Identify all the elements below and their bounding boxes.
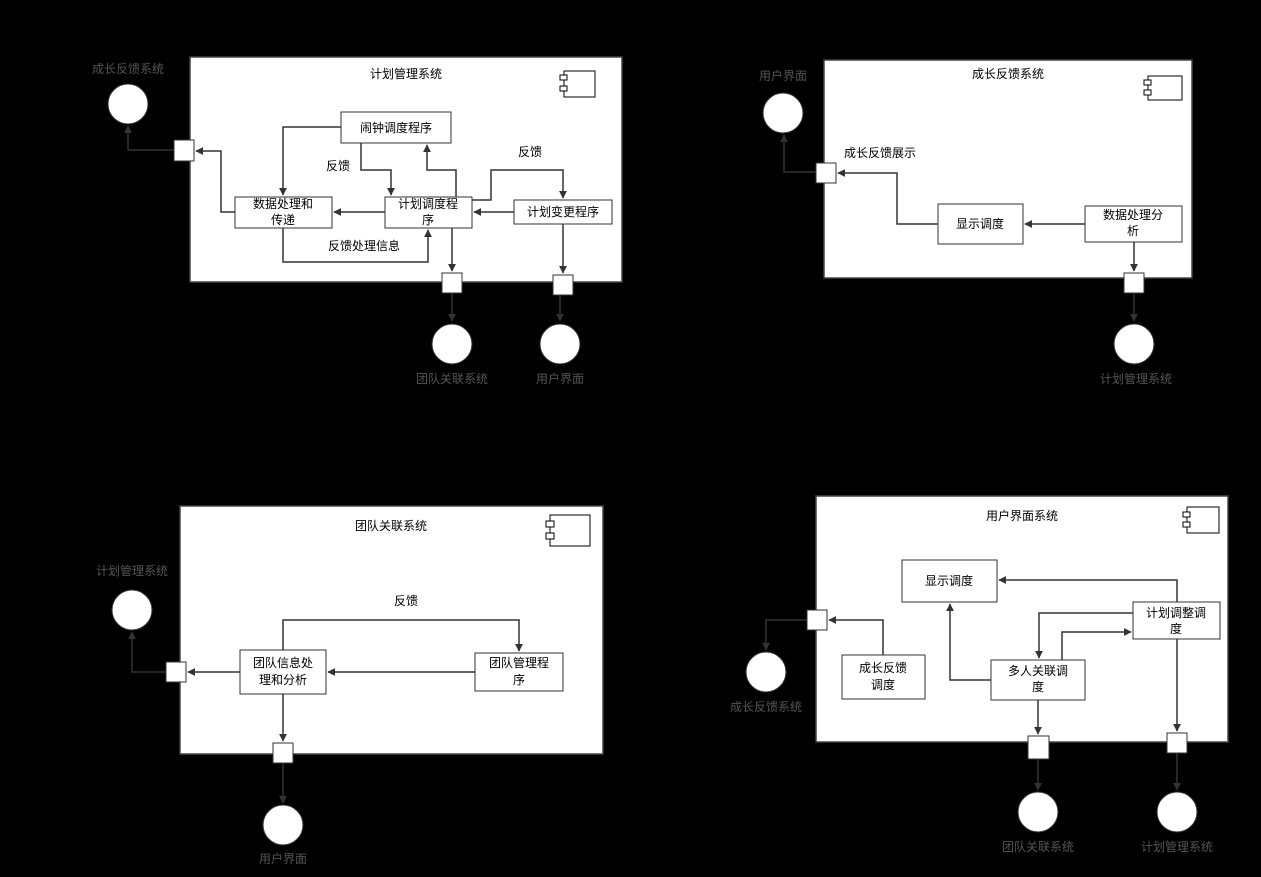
interface-circle[interactable] bbox=[539, 323, 581, 365]
plan-adjust-label-2: 度 bbox=[1170, 621, 1182, 636]
growth-system-diagram: 成长反馈系统 显示调度 数据处理分 析 成长反馈展示 用户界面 计划管理系统 bbox=[759, 59, 1193, 386]
team-system-frame bbox=[179, 505, 604, 755]
team-feedback-label: 反馈 bbox=[394, 594, 418, 608]
plan-scheduler-box[interactable] bbox=[384, 196, 473, 229]
plan-system-diagram: 计划管理系统 闹钟调度程序 数据处理和 传递 计划调度程 序 计划变更程序 bbox=[92, 56, 623, 386]
data-processing-label-1: 数据处理和 bbox=[253, 196, 313, 211]
plan-system-title: 计划管理系统 bbox=[370, 66, 442, 81]
display-scheduler-label: 显示调度 bbox=[956, 216, 1004, 231]
ui-system-title: 用户界面系统 bbox=[986, 508, 1058, 523]
external-ui-label: 用户界面 bbox=[259, 851, 307, 866]
feedback-label-b: 反馈 bbox=[518, 145, 542, 159]
team-mgmt-label-2: 序 bbox=[513, 672, 525, 687]
external-growth-label: 成长反馈系统 bbox=[730, 700, 802, 714]
interface-circle[interactable] bbox=[262, 804, 304, 846]
team-info-analysis-box[interactable] bbox=[239, 649, 327, 695]
external-ui-label: 用户界面 bbox=[759, 68, 807, 83]
growth-connectors bbox=[780, 134, 1138, 322]
port[interactable] bbox=[272, 742, 294, 764]
ui-display-label: 显示调度 bbox=[925, 573, 973, 588]
port[interactable] bbox=[806, 609, 828, 631]
plan-connectors bbox=[124, 125, 567, 322]
interface-circle[interactable] bbox=[111, 589, 153, 631]
ui-display-scheduler-box[interactable] bbox=[901, 559, 998, 603]
alarm-scheduler-label: 闹钟调度程序 bbox=[360, 120, 432, 135]
team-connectors bbox=[128, 619, 523, 804]
component-icon bbox=[1143, 75, 1183, 101]
data-processing-box[interactable] bbox=[234, 196, 333, 229]
growth-system-title: 成长反馈系统 bbox=[972, 67, 1044, 81]
team-system-title: 团队关联系统 bbox=[355, 518, 427, 533]
port[interactable] bbox=[1123, 272, 1145, 294]
port[interactable] bbox=[815, 162, 837, 184]
growth-feedback-scheduler-box[interactable] bbox=[841, 654, 926, 700]
feedback-info-label: 反馈处理信息 bbox=[328, 238, 400, 253]
data-processing-label-2: 传递 bbox=[271, 212, 295, 227]
growth-feedback-label-2: 调度 bbox=[871, 677, 895, 692]
data-analysis-label-2: 析 bbox=[1127, 224, 1139, 238]
interface-circle[interactable] bbox=[431, 323, 473, 365]
component-icon bbox=[559, 70, 596, 98]
port[interactable] bbox=[1166, 732, 1188, 754]
port[interactable] bbox=[165, 661, 187, 683]
plan-adjust-box[interactable] bbox=[1132, 601, 1221, 640]
feedback-label-a: 反馈 bbox=[326, 159, 350, 173]
team-info-label-1: 团队信息处 bbox=[253, 655, 313, 670]
interface-circle[interactable] bbox=[107, 83, 149, 125]
plan-scheduler-label-1: 计划调度程 bbox=[398, 196, 458, 211]
interface-circle[interactable] bbox=[1156, 791, 1198, 833]
growth-show-label: 成长反馈展示 bbox=[844, 146, 916, 160]
team-management-box[interactable] bbox=[474, 652, 564, 692]
multi-user-label-2: 度 bbox=[1032, 679, 1044, 694]
external-plan-label: 计划管理系统 bbox=[1141, 839, 1213, 854]
external-ui-label: 用户界面 bbox=[536, 371, 584, 386]
component-icon bbox=[545, 514, 591, 547]
component-icon bbox=[1182, 506, 1220, 534]
interface-circle[interactable] bbox=[762, 92, 804, 134]
external-team-label: 团队关联系统 bbox=[1002, 839, 1074, 854]
interface-circle[interactable] bbox=[1017, 791, 1059, 833]
ui-connectors bbox=[762, 576, 1181, 791]
plan-adjust-label-1: 计划调整调 bbox=[1146, 605, 1206, 620]
plan-change-label: 计划变更程序 bbox=[527, 204, 599, 219]
interface-circle[interactable] bbox=[1113, 323, 1155, 365]
external-plan-label: 计划管理系统 bbox=[1100, 371, 1172, 386]
external-plan-label: 计划管理系统 bbox=[96, 563, 168, 578]
port[interactable] bbox=[552, 274, 574, 296]
data-analysis-label-1: 数据处理分 bbox=[1103, 207, 1163, 222]
growth-feedback-label-1: 成长反馈 bbox=[859, 661, 907, 675]
multi-user-label-1: 多人关联调 bbox=[1008, 664, 1068, 678]
ui-system-diagram: 用户界面系统 显示调度 计划调整调 度 成长反馈 调度 多人关联调 度 bbox=[730, 495, 1229, 854]
port[interactable] bbox=[441, 272, 463, 294]
alarm-scheduler-box[interactable] bbox=[340, 111, 452, 144]
external-growth-label: 成长反馈系统 bbox=[92, 62, 164, 76]
team-system-diagram: 团队关联系统 团队信息处 理和分析 团队管理程 序 反馈 计划管理系统 用户界面 bbox=[96, 505, 604, 866]
port[interactable] bbox=[173, 139, 195, 162]
data-analysis-box[interactable] bbox=[1084, 205, 1183, 243]
growth-system-frame bbox=[823, 59, 1193, 279]
port[interactable] bbox=[1027, 735, 1050, 760]
team-mgmt-label-1: 团队管理程 bbox=[489, 655, 549, 670]
interface-circle[interactable] bbox=[745, 651, 787, 693]
plan-scheduler-label-2: 序 bbox=[422, 212, 434, 227]
external-team-label: 团队关联系统 bbox=[416, 371, 488, 386]
team-info-label-2: 理和分析 bbox=[259, 673, 307, 687]
